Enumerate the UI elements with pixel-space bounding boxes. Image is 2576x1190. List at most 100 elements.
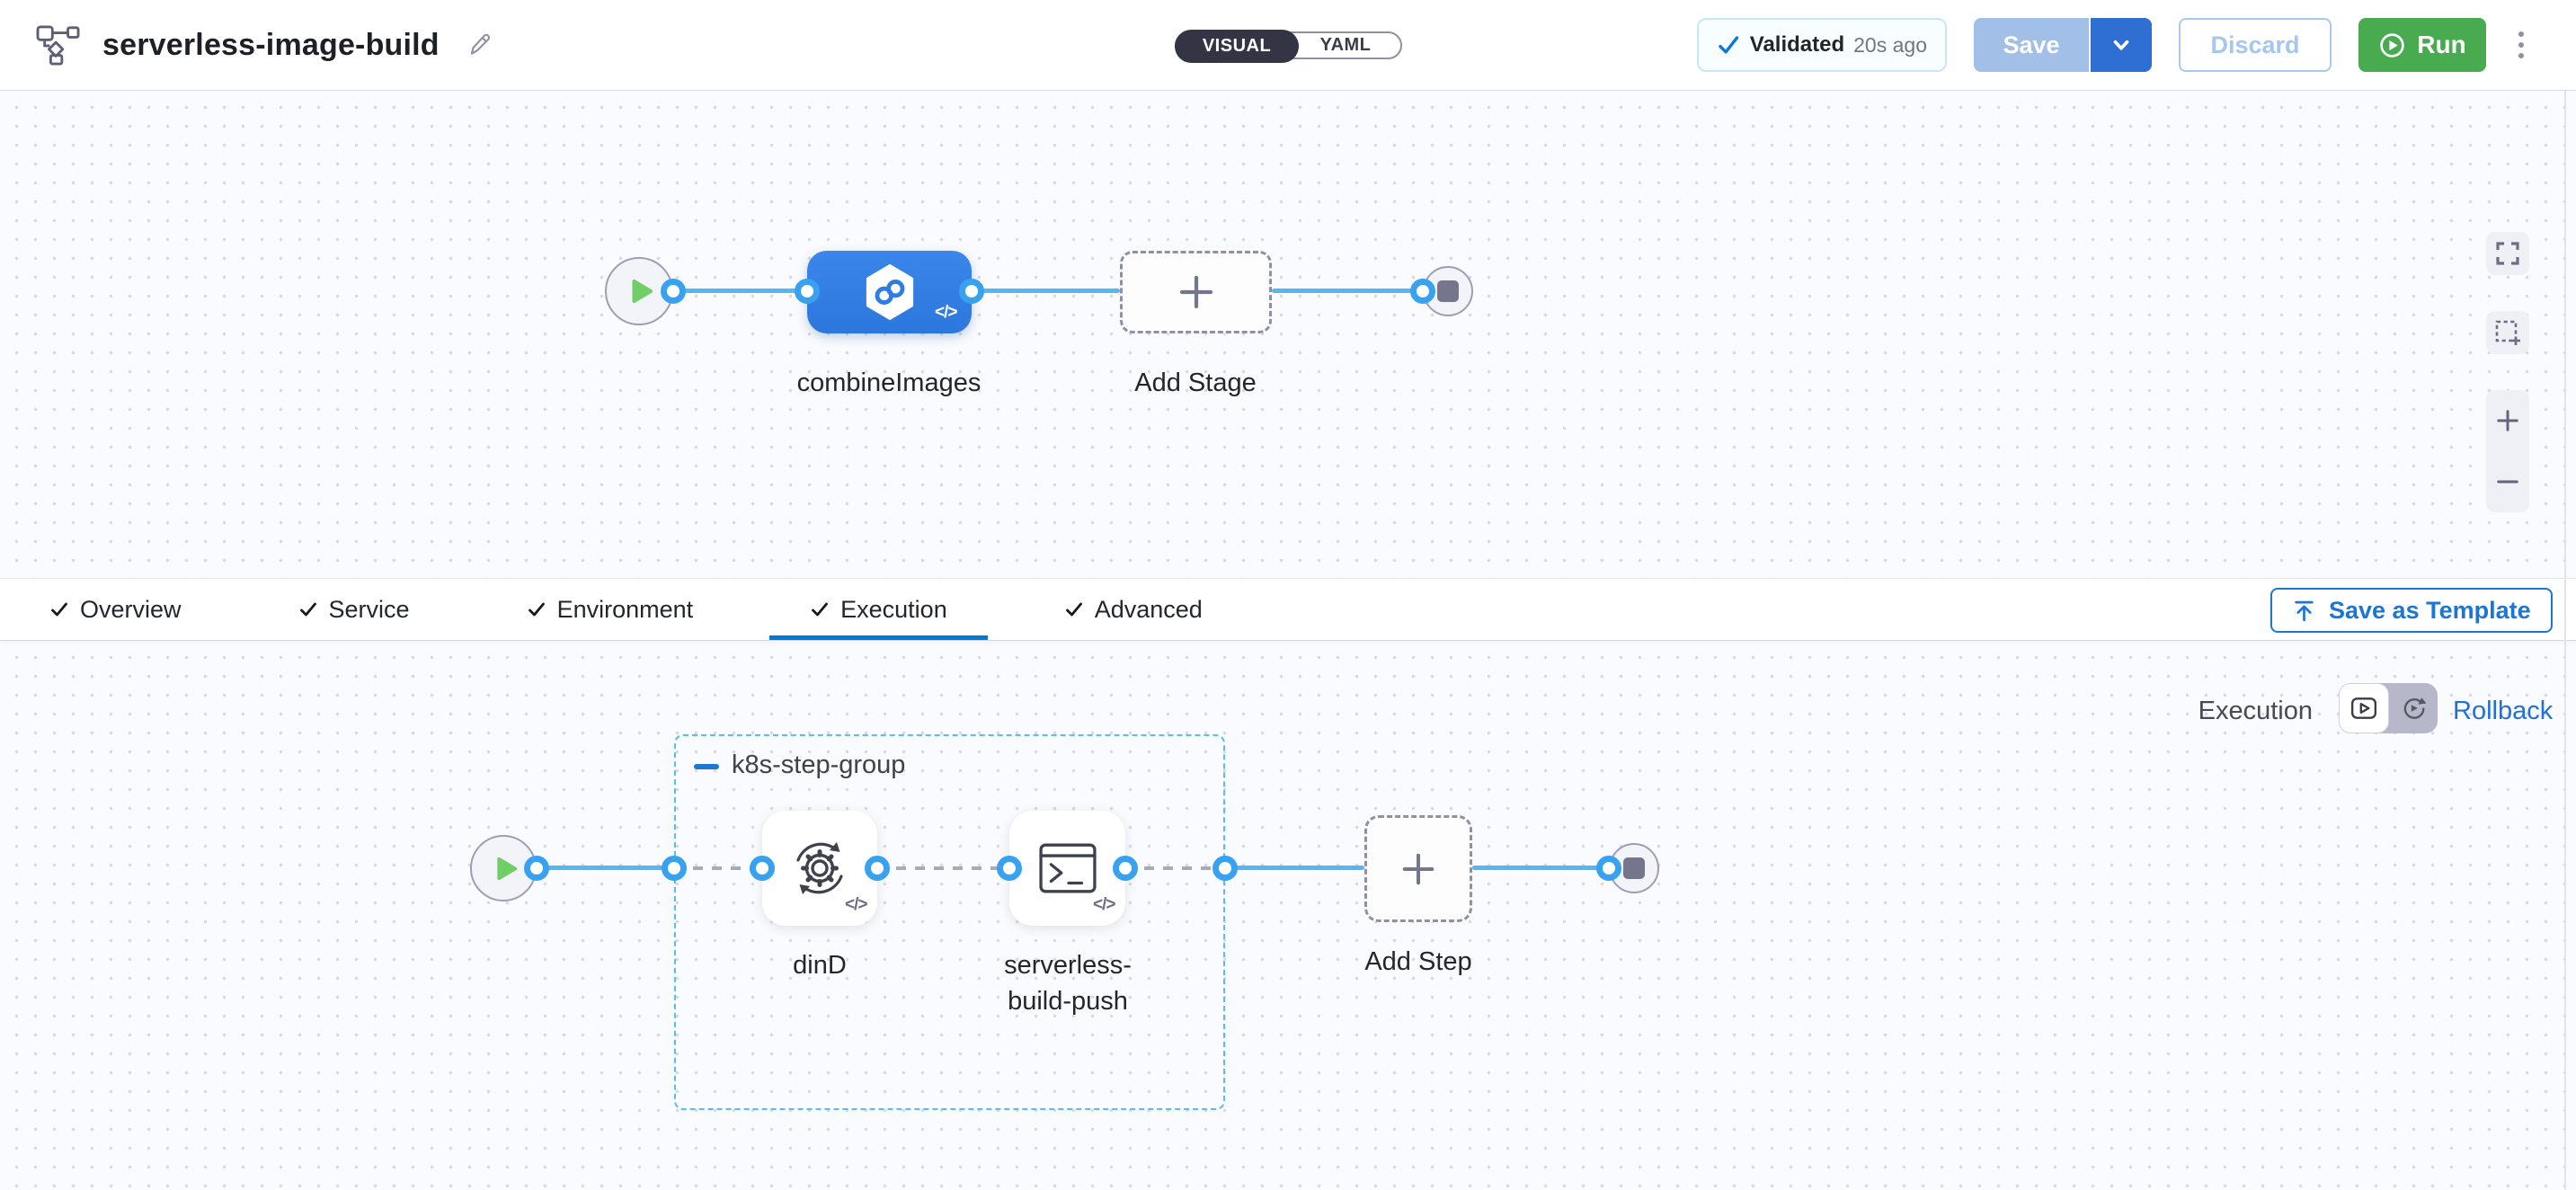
validation-status: Validated xyxy=(1749,32,1845,57)
discard-button[interactable]: Discard xyxy=(2179,18,2332,72)
step-card-dind[interactable] xyxy=(762,811,877,926)
dashed-connector-line xyxy=(674,866,762,870)
dashed-connector-line xyxy=(877,866,1009,870)
save-dropdown-button[interactable] xyxy=(2091,18,2152,72)
rollback-link[interactable]: Rollback xyxy=(2453,697,2554,725)
validated-check-icon xyxy=(1717,33,1741,58)
connector-line xyxy=(673,289,807,293)
stage-name-label: combineImages xyxy=(796,369,982,397)
rollback-view-button[interactable] xyxy=(2389,683,2438,733)
run-button[interactable]: Run xyxy=(2358,18,2486,72)
step-name-label: dinD xyxy=(793,951,847,980)
header-title-area: serverless-image-build xyxy=(36,0,493,90)
stage-config-tabs: Overview Service Environment Execution A… xyxy=(0,578,2576,641)
terminal-icon xyxy=(1038,843,1097,893)
validation-time: 20s ago xyxy=(1853,32,1927,57)
check-icon xyxy=(810,599,830,619)
selection-mode-button[interactable] xyxy=(2486,311,2529,354)
chevron-down-icon xyxy=(2110,33,2133,57)
check-icon xyxy=(1064,599,1084,619)
fullscreen-icon xyxy=(2494,240,2521,267)
save-split-button: Save xyxy=(1974,18,2152,72)
fit-to-screen-button[interactable] xyxy=(2486,232,2529,275)
plus-icon xyxy=(2495,408,2520,433)
run-button-label: Run xyxy=(2417,31,2466,58)
add-stage-label: Add Stage xyxy=(1134,369,1257,397)
toggle-yaml[interactable]: YAML xyxy=(1319,35,1372,55)
tab-label: Execution xyxy=(840,595,947,623)
check-icon xyxy=(49,599,69,619)
ci-stage-icon xyxy=(864,263,916,321)
link-port xyxy=(865,856,890,881)
validation-badge[interactable]: Validated 20s ago xyxy=(1696,18,1947,72)
upload-icon xyxy=(2292,599,2316,623)
add-step-button[interactable] xyxy=(1364,815,1472,922)
step-code-badge: </> xyxy=(1093,895,1116,914)
tab-execution[interactable]: Execution xyxy=(769,579,988,640)
page-title: serverless-image-build xyxy=(102,27,440,62)
edit-title-button[interactable] xyxy=(466,31,493,58)
add-step-label: Add Step xyxy=(1364,947,1472,976)
tab-label: Overview xyxy=(80,595,182,623)
connector-line xyxy=(1272,289,1423,293)
gear-sync-icon xyxy=(789,838,850,899)
connector-line xyxy=(537,866,674,870)
add-stage-button[interactable] xyxy=(1120,251,1272,333)
tab-service[interactable]: Service xyxy=(258,579,450,640)
minus-icon xyxy=(2495,469,2520,494)
pipeline-end-node xyxy=(1423,266,1473,316)
tab-overview[interactable]: Overview xyxy=(9,579,222,640)
visual-yaml-toggle: VISUAL YAML xyxy=(1175,30,1402,63)
zoom-in-button[interactable] xyxy=(2486,390,2529,451)
stage-canvas: </> combineImages Add Stage xyxy=(0,91,2576,578)
link-port xyxy=(1410,279,1435,304)
plus-icon xyxy=(1177,272,1216,312)
link-port xyxy=(997,856,1022,881)
tab-label: Service xyxy=(328,595,410,623)
execution-view-label: Execution xyxy=(2198,697,2313,725)
zoom-out-button[interactable] xyxy=(2486,451,2529,512)
step-group-name[interactable]: k8s-step-group xyxy=(732,750,906,779)
run-play-icon xyxy=(2378,31,2406,59)
toggle-visual[interactable]: VISUAL xyxy=(1175,30,1299,63)
selection-icon xyxy=(2494,319,2521,346)
step-card-serverless-build-push[interactable] xyxy=(1009,811,1125,926)
start-play-icon xyxy=(495,856,519,882)
link-port xyxy=(750,856,775,881)
link-port xyxy=(662,856,687,881)
connector-line xyxy=(972,289,1120,293)
stage-node-combineimages[interactable]: </> xyxy=(807,251,972,333)
collapse-group-button[interactable] xyxy=(694,764,719,769)
link-port xyxy=(795,279,820,304)
connector-line xyxy=(1225,866,1364,870)
connector-line xyxy=(1472,866,1609,870)
tab-environment[interactable]: Environment xyxy=(486,579,734,640)
step-name-label: serverless-build-push xyxy=(1004,951,1132,1016)
link-port xyxy=(1113,856,1138,881)
more-options-menu[interactable] xyxy=(2513,26,2529,64)
save-as-template-button[interactable]: Save as Template xyxy=(2270,588,2553,633)
stop-icon xyxy=(1623,857,1645,879)
execution-canvas: Execution Rol xyxy=(0,641,2576,1190)
pipeline-icon xyxy=(36,24,81,66)
zoom-controls xyxy=(2486,390,2529,512)
stop-icon xyxy=(1437,280,1459,302)
link-port xyxy=(661,279,686,304)
link-port xyxy=(1212,856,1238,881)
tab-advanced[interactable]: Advanced xyxy=(1024,579,1243,640)
execution-view-button[interactable] xyxy=(2339,683,2389,733)
header-actions: Validated 20s ago Save Discard xyxy=(1696,0,2529,90)
step-group-container[interactable] xyxy=(674,734,1225,1110)
link-port xyxy=(959,279,984,304)
link-port xyxy=(1596,856,1621,881)
save-as-template-label: Save as Template xyxy=(2329,596,2531,624)
tab-label: Advanced xyxy=(1094,595,1203,623)
link-port xyxy=(524,856,549,881)
header-bar: serverless-image-build VISUAL YAML Valid… xyxy=(0,0,2576,91)
check-icon xyxy=(527,599,546,619)
save-button[interactable]: Save xyxy=(1974,18,2091,72)
canvas-right-divider xyxy=(2564,91,2566,1190)
dashed-connector-line xyxy=(1125,866,1225,870)
execution-view-icon xyxy=(2350,697,2377,720)
